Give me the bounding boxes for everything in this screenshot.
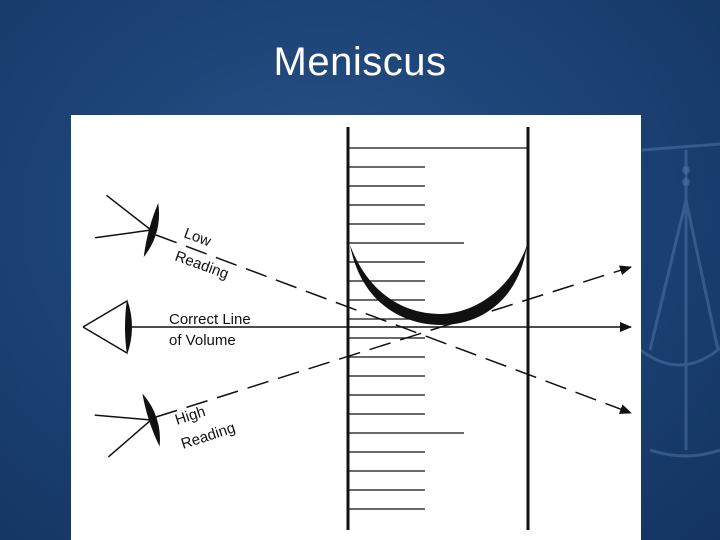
label-high: High xyxy=(173,403,208,429)
meniscus-svg: Low Reading Correct Line of Volume High … xyxy=(82,127,632,530)
label-correct-line: Correct Line xyxy=(169,311,251,328)
balance-scale-decoration xyxy=(637,142,720,458)
slide-title: Meniscus xyxy=(273,40,447,84)
low-reading-sight-line xyxy=(155,234,632,414)
label-low-reading: Reading xyxy=(173,248,231,283)
label-of-volume: of Volume xyxy=(169,332,236,349)
high-reading-sight-line xyxy=(155,265,632,418)
graduation-marks xyxy=(348,166,464,510)
eye-icon-high xyxy=(94,393,160,458)
meniscus-diagram: Low Reading Correct Line of Volume High … xyxy=(71,115,641,540)
eye-icon-correct xyxy=(82,299,132,355)
eye-icon-low xyxy=(94,194,159,258)
meniscus-curve xyxy=(350,245,527,325)
